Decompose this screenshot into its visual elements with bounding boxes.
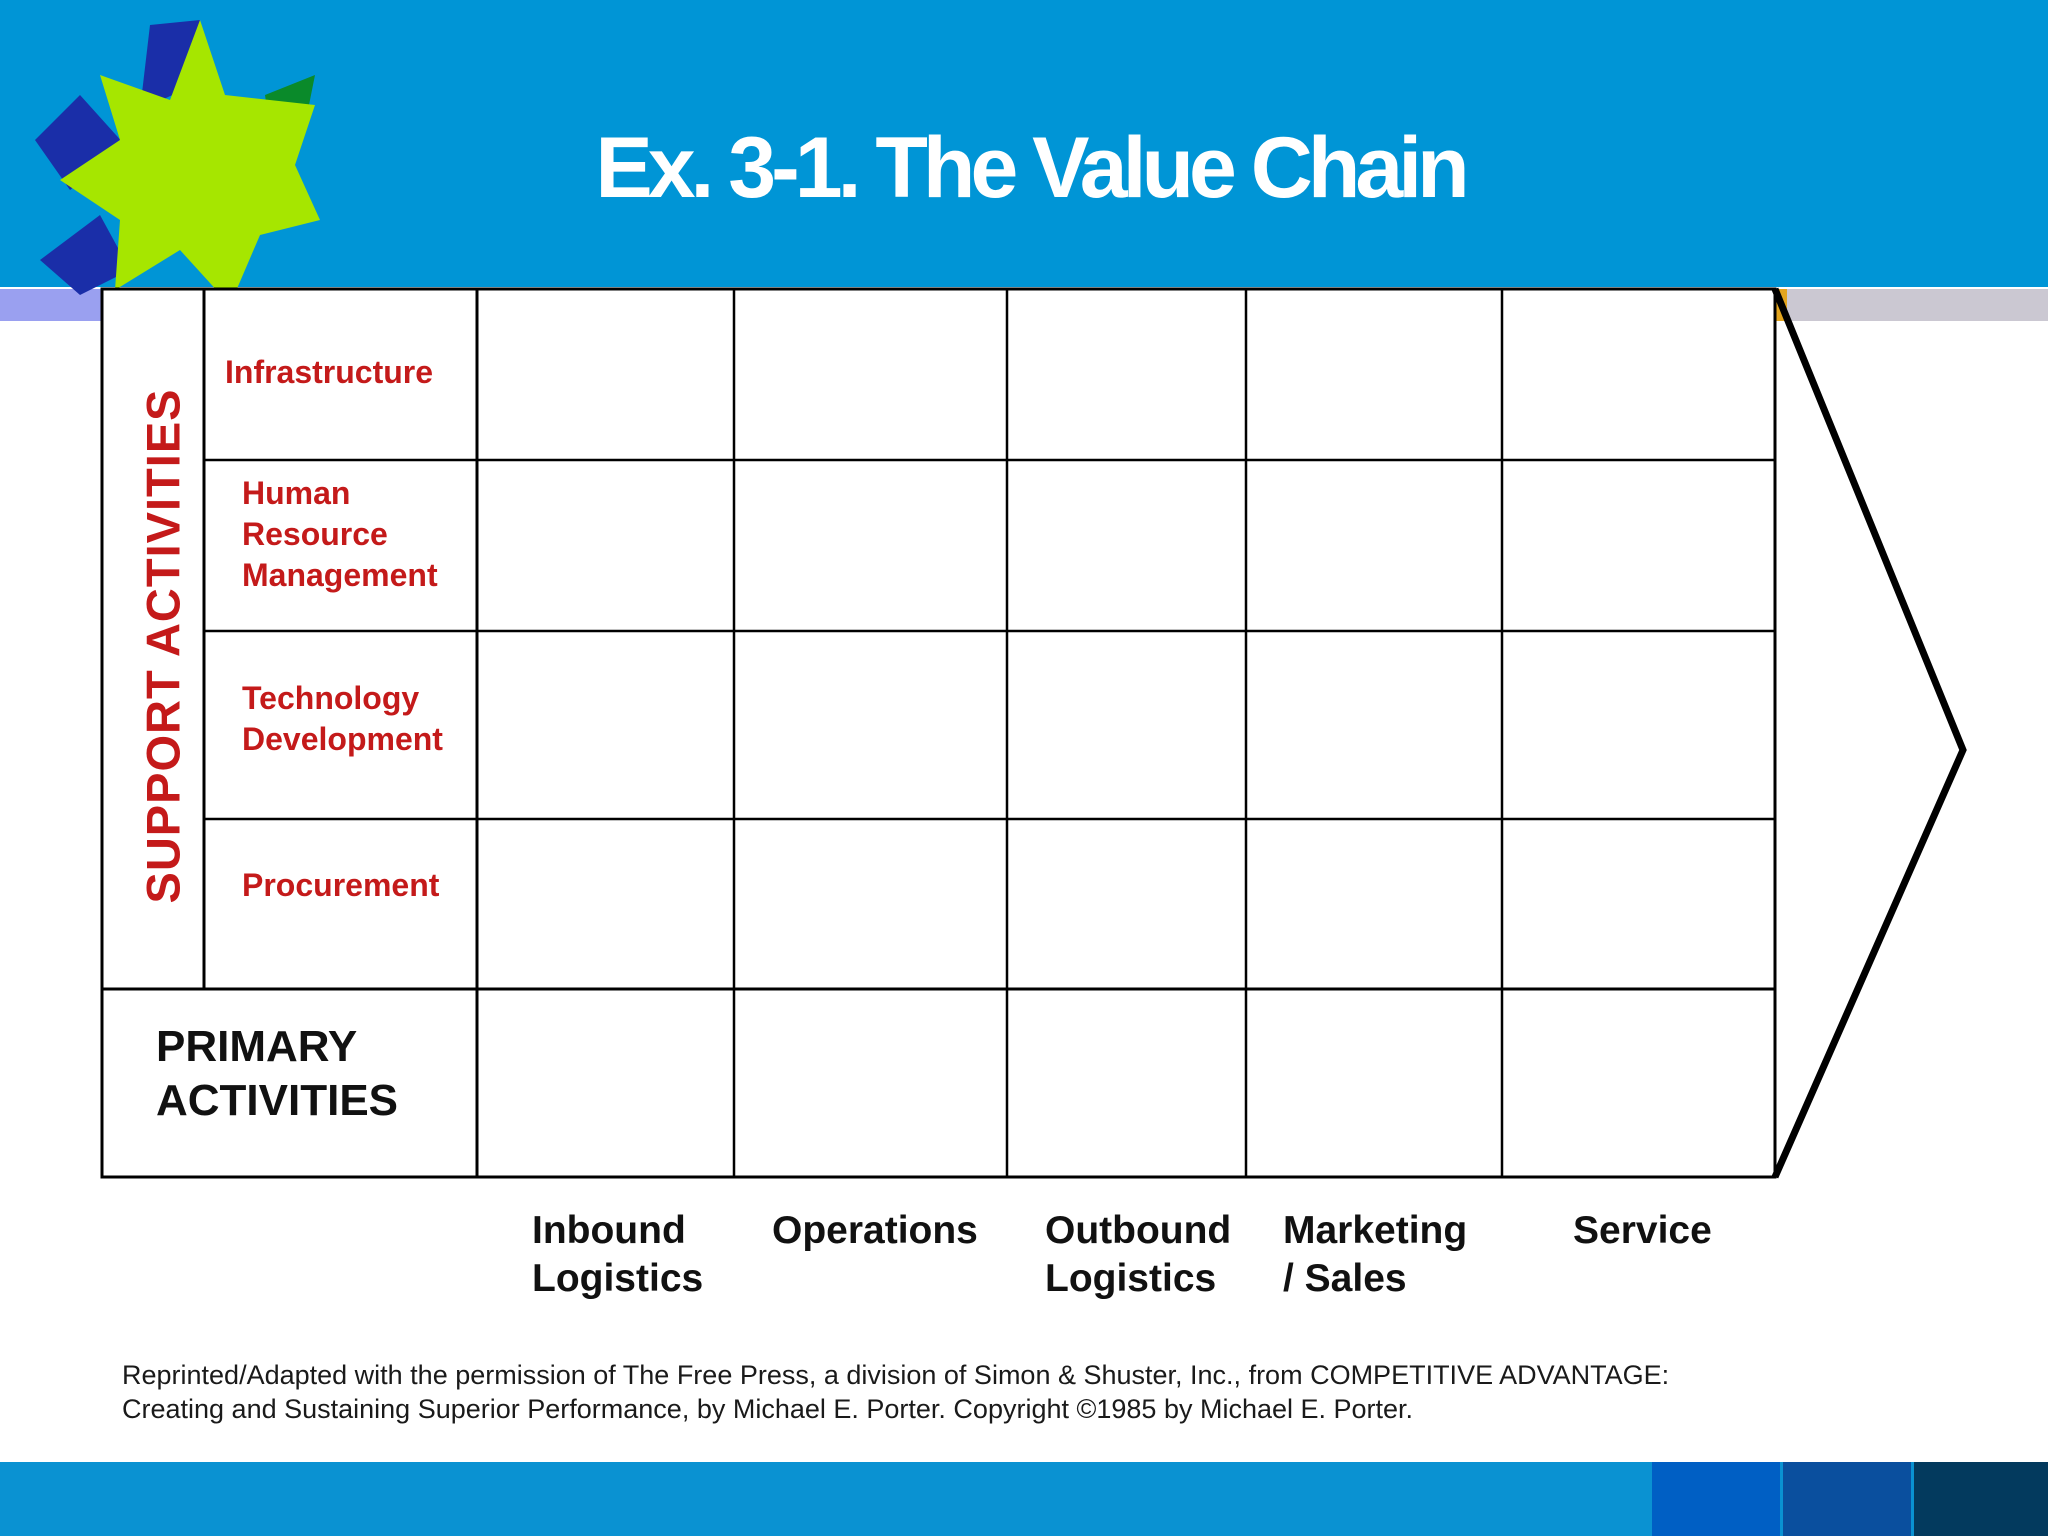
header-band (0, 0, 2048, 287)
label-line: Outbound (1045, 1209, 1232, 1252)
grid-outline (100, 287, 1777, 1179)
label-line: Infrastructure (225, 354, 434, 390)
logo-shadow-shape (35, 95, 125, 190)
label-line: Procurement (242, 867, 440, 903)
label-line: Resource (242, 516, 388, 552)
accent-bar-grey (1787, 289, 2048, 321)
logo-shadow-shape (40, 215, 130, 295)
label-line: Management (242, 557, 438, 593)
label-line: PRIMARY (156, 1022, 358, 1071)
footer-square (1652, 1462, 1780, 1536)
label-line: Development (242, 721, 443, 757)
footnote-line: Creating and Sustaining Superior Perform… (122, 1394, 1414, 1424)
margin-chevron (1771, 287, 1967, 1179)
support-label-procurement: Procurement (242, 865, 439, 906)
support-label-technology-development: Technology Development (242, 678, 443, 760)
label-line: ACTIVITIES (156, 1076, 399, 1125)
asterisk-logo (35, 20, 320, 305)
label-line: Marketing (1283, 1209, 1468, 1252)
label-line: Inbound (532, 1209, 686, 1252)
logo-green-shape (60, 20, 320, 305)
label-line: Technology (242, 680, 420, 716)
column-label-outbound-logistics: Outbound Logistics (1045, 1207, 1231, 1303)
accent-bar-left (0, 289, 105, 321)
column-label-marketing-sales: Marketing / Sales (1283, 1207, 1467, 1303)
footer-square (1914, 1462, 2048, 1536)
support-activities-heading: SUPPORT ACTIVITIES (136, 388, 190, 904)
footnote-line: Reprinted/Adapted with the permission of… (122, 1360, 1670, 1390)
label-line: Service (1573, 1209, 1712, 1252)
label-line: Operations (772, 1209, 978, 1252)
slide-title: Ex. 3-1. The Value Chain (595, 120, 1469, 216)
footer-square (1783, 1462, 1911, 1536)
column-label-service: Service (1573, 1207, 1712, 1255)
label-line: / Sales (1283, 1257, 1407, 1300)
copyright-footnote: Reprinted/Adapted with the permission of… (122, 1358, 1902, 1426)
support-label-infrastructure: Infrastructure (225, 352, 433, 393)
label-line: Human (242, 475, 351, 511)
label-line: Logistics (1045, 1257, 1217, 1300)
column-label-operations: Operations (772, 1207, 978, 1255)
label-line: Logistics (532, 1257, 704, 1300)
column-label-inbound-logistics: Inbound Logistics (532, 1207, 703, 1303)
primary-activities-heading: PRIMARY ACTIVITIES (156, 1020, 398, 1128)
support-label-human-resource-management: Human Resource Management (242, 473, 438, 596)
